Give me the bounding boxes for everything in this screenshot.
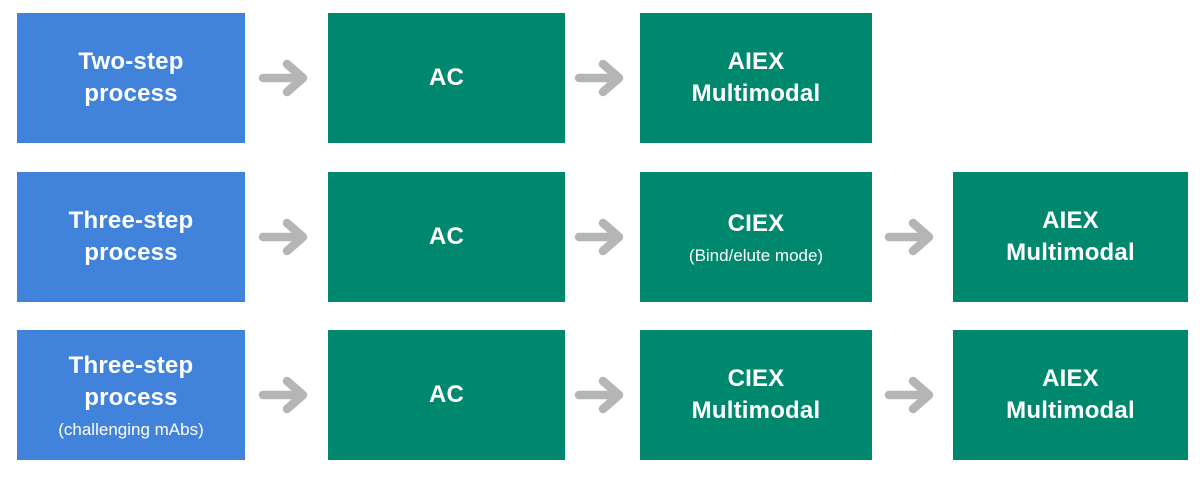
flow-arrow	[258, 58, 316, 98]
arrow-right-icon	[258, 218, 308, 256]
arrow-right-icon	[574, 218, 624, 256]
step-box-ciex-multimodal: CIEX Multimodal	[640, 330, 872, 460]
box-title-line: Two-step	[78, 48, 184, 75]
box-title-line: Three-step	[68, 207, 194, 234]
step-box-ac: AC	[328, 13, 565, 143]
box-title-line: Multimodal	[691, 80, 821, 107]
process-label-box-two-step: Two-step process	[17, 13, 245, 143]
box-title-line: process	[84, 383, 178, 411]
flow-arrow	[574, 375, 632, 415]
arrow-right-icon	[574, 376, 624, 414]
box-title-line: CIEX	[727, 209, 785, 237]
step-box-aiex-multimodal: AIEX Multimodal	[640, 13, 872, 143]
step-box-aiex-multimodal: AIEX Multimodal	[953, 330, 1188, 460]
step-box-aiex-multimodal: AIEX Multimodal	[953, 172, 1188, 302]
process-label-box-three-step: Three-step process	[17, 172, 245, 302]
step-box-ac: AC	[328, 172, 565, 302]
box-title-line: Multimodal	[691, 397, 821, 424]
arrow-right-icon	[884, 218, 934, 256]
arrow-right-icon	[884, 376, 934, 414]
box-title-line: Multimodal	[1006, 397, 1135, 424]
box-title-line: process	[84, 239, 178, 266]
flow-arrow	[574, 217, 632, 257]
flow-arrow	[574, 58, 632, 98]
box-title-line: process	[84, 80, 178, 107]
step-box-ciex-bind-elute: CIEX (Bind/elute mode)	[640, 172, 872, 302]
box-title-line: AC	[428, 64, 465, 91]
box-title-line: Multimodal	[1006, 239, 1135, 266]
step-box-ac: AC	[328, 330, 565, 460]
box-title-line: CIEX	[727, 365, 785, 392]
box-title-line: AC	[428, 223, 465, 250]
flow-arrow	[884, 375, 942, 415]
arrow-right-icon	[574, 59, 624, 97]
box-title-line: AIEX	[1042, 365, 1099, 392]
arrow-right-icon	[258, 59, 308, 97]
flow-arrow	[258, 375, 316, 415]
box-title-line: AIEX	[727, 48, 785, 75]
arrow-right-icon	[258, 376, 308, 414]
flow-arrow	[258, 217, 316, 257]
box-title-line: Three-step	[68, 351, 194, 379]
box-subtitle: (challenging mAbs)	[58, 419, 204, 439]
flow-arrow	[884, 217, 942, 257]
box-subtitle: (Bind/elute mode)	[688, 245, 824, 265]
box-title-line: AIEX	[1042, 207, 1099, 234]
box-title-line: AC	[428, 381, 465, 408]
process-label-box-three-step-challenging: Three-step process (challenging mAbs)	[17, 330, 245, 460]
